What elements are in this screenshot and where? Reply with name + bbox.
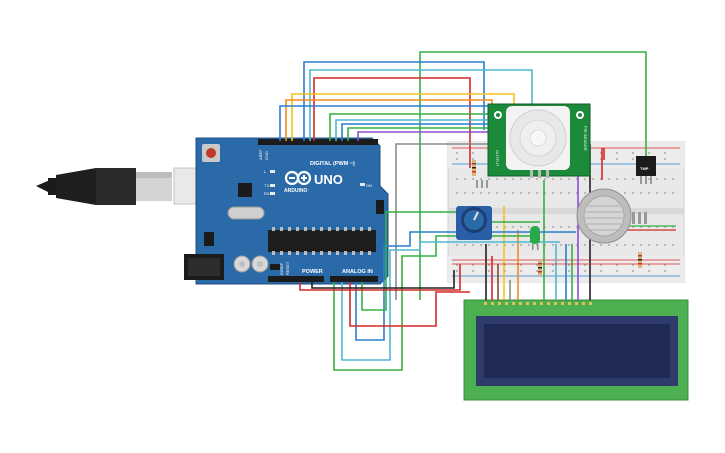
wire-purple-1[interactable] xyxy=(357,131,494,141)
aref-label: AREF xyxy=(258,149,263,160)
pir-label-right: PIR SENSOR xyxy=(583,126,588,151)
lcd-display[interactable] xyxy=(463,299,689,401)
wire-cyan-2[interactable] xyxy=(335,119,490,141)
wire-cyan-loop[interactable] xyxy=(341,241,560,361)
lcd-screen xyxy=(484,324,670,378)
lcd-pins xyxy=(484,302,592,305)
arduino-uno-board[interactable]: UNO ARDUINO DIGITAL (PWM ~) POWER ANALOG… xyxy=(184,137,389,285)
board-logo-text: ARDUINO xyxy=(284,188,307,194)
tx-led-label: TX xyxy=(264,183,269,188)
wire-gray-1[interactable] xyxy=(395,143,498,300)
usb-cable-icon[interactable] xyxy=(36,167,205,205)
resistor-icon[interactable] xyxy=(472,160,476,176)
analog-pins-label: ANALOG IN xyxy=(342,269,373,275)
wire-blue-3[interactable] xyxy=(341,123,494,141)
rgb-led-icon[interactable] xyxy=(632,212,647,224)
wire-red-loop[interactable] xyxy=(349,282,470,327)
rx-led-label: RX xyxy=(264,191,270,196)
wire-yellow-1[interactable] xyxy=(291,93,515,141)
pir-sensor[interactable]: OUTPUT PIR SENSOR xyxy=(487,103,591,178)
wire-black-power[interactable] xyxy=(311,270,455,289)
wire-blue-loop[interactable] xyxy=(355,231,576,341)
temp-sensor-label: TMP xyxy=(640,166,649,171)
potentiometer-icon[interactable] xyxy=(456,206,492,240)
digital-header xyxy=(258,139,378,145)
ioref-label: IOREF xyxy=(279,262,284,275)
wire-red-power[interactable] xyxy=(299,264,461,291)
reset-label: RESET xyxy=(285,261,290,275)
wire-green-loop[interactable] xyxy=(333,235,530,371)
chip-pins-top xyxy=(272,227,371,255)
power-header xyxy=(268,276,324,282)
pir-label-left: OUTPUT xyxy=(495,150,500,167)
wire-blue-1[interactable] xyxy=(303,61,485,141)
resistor-2[interactable] xyxy=(538,260,542,276)
analog-header xyxy=(330,276,378,282)
on-led-label: ON xyxy=(366,183,372,188)
rgb-led-small[interactable] xyxy=(476,180,488,188)
resistor-3[interactable] xyxy=(638,252,642,268)
wire-green-top[interactable] xyxy=(419,51,647,300)
atmega-chip xyxy=(268,230,376,252)
l-led-label: L xyxy=(264,169,267,174)
gnd-label: GND xyxy=(264,151,269,160)
wire-red-1[interactable] xyxy=(313,77,471,168)
board-model: UNO xyxy=(314,172,343,187)
digital-pins-label: DIGITAL (PWM ~) xyxy=(310,161,355,167)
wire-green-3[interactable] xyxy=(347,127,494,141)
wires xyxy=(279,51,680,371)
power-pins-label: POWER xyxy=(302,269,323,275)
arduino-logo-icon xyxy=(284,170,312,186)
led-icon[interactable] xyxy=(530,226,540,250)
temperature-sensor[interactable]: TMP xyxy=(636,156,656,184)
gas-sensor-icon[interactable] xyxy=(576,188,632,244)
crystal-oscillator xyxy=(227,206,265,220)
